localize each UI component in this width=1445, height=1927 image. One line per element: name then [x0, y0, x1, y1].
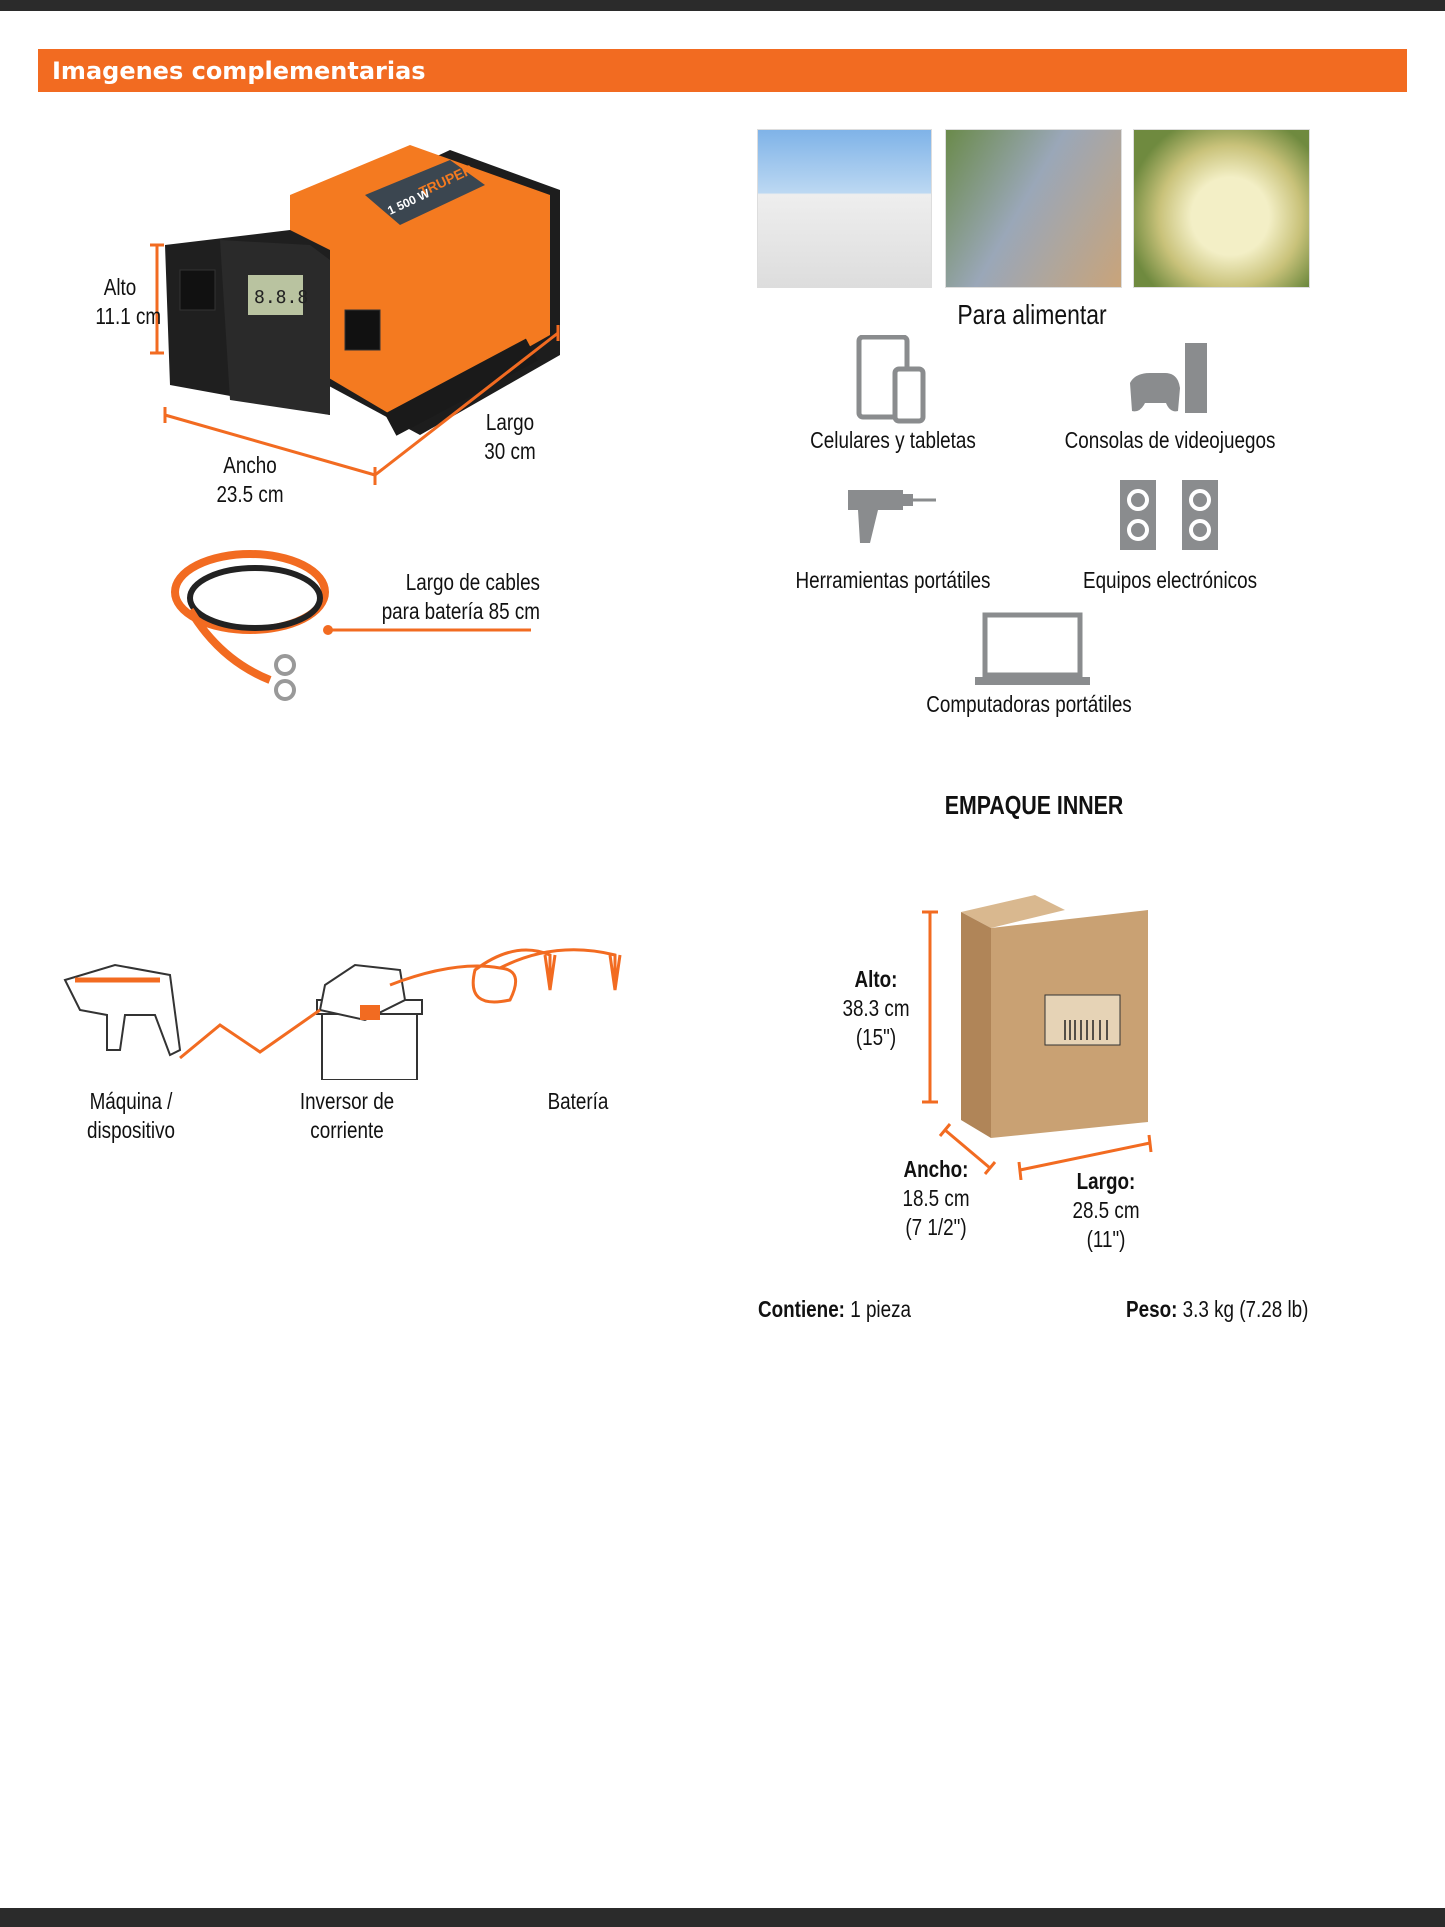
package-weight: Peso: 3.3 kg (7.28 lb): [1125, 1296, 1308, 1322]
use-label-electronics: Equipos electrónicos: [1082, 567, 1258, 593]
phone-tablet-icon: [856, 335, 926, 424]
section-header: Imagenes complementarias: [38, 49, 1407, 92]
diagram-label-device: Máquina /dispositivo: [86, 1088, 176, 1143]
inverter-product-image: TRUPER 1 500 W 8.8.8: [165, 145, 560, 436]
use-label-consoles: Consolas de videojuegos: [1064, 427, 1276, 453]
photo-camping-tent: [1133, 129, 1310, 288]
connection-diagram: [63, 948, 622, 1080]
dimension-lines: [150, 243, 560, 485]
package-contents: Contiene: 1 pieza: [758, 1296, 912, 1322]
lcd-display: 8.8.8: [254, 287, 308, 308]
photo-circular-saw: [945, 129, 1122, 288]
package-ancho: Ancho:18.5 cm(7 1/2"): [902, 1156, 970, 1240]
speakers-icon: [1120, 480, 1218, 550]
laptop-icon: [975, 612, 1090, 685]
drill-icon: [848, 490, 936, 543]
photo-woman-laptop-car: [757, 129, 932, 288]
use-label-tools: Herramientas portátiles: [795, 567, 991, 593]
package-alto: Alto:38.3 cm(15"): [842, 966, 910, 1050]
use-label-phones: Celulares y tabletas: [810, 427, 976, 453]
diagram-label-battery: Batería: [547, 1088, 609, 1114]
package-largo: Largo:28.5 cm(11"): [1072, 1168, 1140, 1252]
package-title: EMPAQUE INNER: [944, 790, 1124, 820]
uses-title: Para alimentar: [957, 299, 1107, 330]
battery-cables-image: [171, 550, 531, 701]
game-console-icon: [1130, 343, 1207, 413]
use-label-laptops: Computadoras portátiles: [926, 691, 1132, 717]
bottom-bar: [0, 1908, 1445, 1927]
section-title: Imagenes complementarias: [52, 57, 426, 85]
top-bar: [0, 0, 1445, 11]
package-box-image: [922, 895, 1153, 1180]
